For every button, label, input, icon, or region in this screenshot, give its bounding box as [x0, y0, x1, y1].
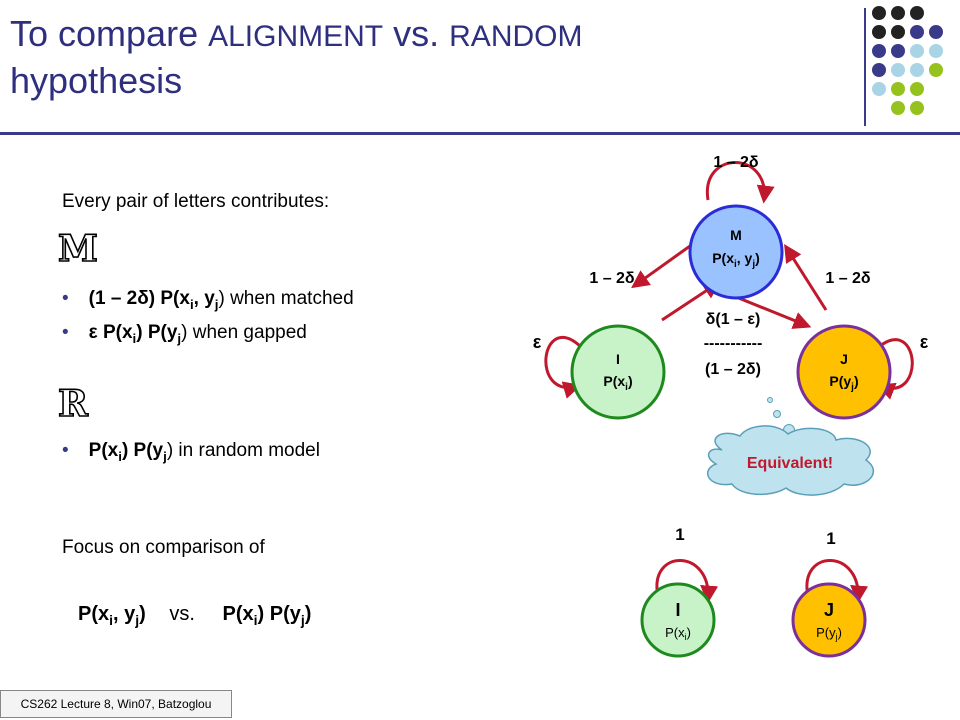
state-j-prob: P(yj) [829, 373, 858, 393]
decor-dot [891, 101, 905, 115]
decor-dot [872, 6, 886, 20]
thought-dot-2 [773, 410, 781, 418]
state-m [688, 204, 784, 300]
m-self-loop [705, 161, 775, 204]
thought-dot-1 [767, 397, 773, 403]
decor-dot [872, 63, 886, 77]
bullet-matched: •(1 – 2δ) P(xi, yj) when matched [62, 288, 354, 312]
intro-text: Every pair of letters contributes: [62, 191, 330, 212]
decor-dot [910, 82, 924, 96]
random-state-i [640, 582, 716, 658]
decor-dot [929, 44, 943, 58]
equivalent-cloud-text: Equivalent! [747, 455, 833, 472]
state-j [796, 324, 892, 420]
random-state-j-label: J [824, 600, 834, 620]
state-i-label: I [616, 351, 620, 367]
decor-dot [872, 82, 886, 96]
random-state-i-label: I [675, 600, 680, 620]
decor-dot [910, 63, 924, 77]
decor-dot [891, 25, 905, 39]
edge-mj-label: 1 – 2δ [825, 270, 871, 287]
fraction-numerator: δ(1 – ε) [706, 311, 761, 328]
decor-dot [891, 82, 905, 96]
decor-dot [929, 63, 943, 77]
fraction-denominator: (1 – 2δ) [705, 361, 761, 378]
r-j-self-loop [805, 559, 869, 604]
r-i-self-loop-label: 1 [675, 525, 684, 544]
model-m-letter: M [57, 227, 99, 271]
title-alignment: ALIGNMENT [208, 20, 384, 53]
decor-dot [872, 25, 886, 39]
state-m-label: M [730, 227, 742, 243]
decor-dot [910, 101, 924, 115]
decor-vertical-line [864, 8, 866, 126]
title-text-2: hypothesis [10, 60, 183, 101]
j-self-loop-label: ε [920, 332, 929, 352]
equivalent-cloud [706, 425, 874, 496]
decor-dot [910, 44, 924, 58]
bullet-random: •P(xi) P(yj) in random model [62, 440, 320, 464]
random-state-j [791, 582, 867, 658]
model-r-letter: R [57, 382, 89, 426]
focus-text: Focus on comparison of [62, 537, 265, 558]
r-j-self-loop-label: 1 [826, 529, 835, 548]
footer-credit: CS262 Lecture 8, Win07, Batzoglou [0, 690, 232, 718]
state-i [570, 324, 666, 420]
title-divider [0, 132, 960, 135]
decor-dot [929, 25, 943, 39]
comparison-formula: P(xi, yj) vs. P(xi) P(yj) [78, 603, 312, 628]
i-self-loop-label: ε [533, 332, 542, 352]
decor-dot [910, 6, 924, 20]
decor-dot [910, 25, 924, 39]
edge-mi-label: 1 – 2δ [589, 270, 635, 287]
arrow-j-to-m [784, 243, 828, 311]
random-state-i-prob: P(xi) [665, 625, 691, 642]
j-self-loop [876, 338, 914, 400]
arrow-m-to-i [631, 244, 691, 289]
i-self-loop [544, 336, 582, 399]
state-m-prob: P(xi, yj) [712, 250, 760, 270]
decor-dot [891, 63, 905, 77]
random-state-j-prob: P(yj) [816, 625, 842, 642]
title-vs: vs. [383, 13, 450, 54]
decor-dot [891, 44, 905, 58]
title-text-1: To compare [10, 13, 209, 54]
r-i-self-loop [655, 559, 719, 604]
decor-dot-grid [872, 6, 952, 126]
title-random: RANDOM [449, 20, 583, 53]
decor-dot [891, 6, 905, 20]
state-j-label: J [840, 351, 848, 367]
fraction-bar: ----------- [704, 335, 763, 352]
decor-dot [872, 44, 886, 58]
bullet-gapped: •ε P(xi) P(yj) when gapped [62, 322, 307, 346]
slide-title: To compare ALIGNMENT vs. RANDOM hypothes… [10, 12, 830, 103]
m-self-loop-label: 1 – 2δ [713, 154, 759, 171]
state-i-prob: P(xi) [603, 373, 632, 393]
